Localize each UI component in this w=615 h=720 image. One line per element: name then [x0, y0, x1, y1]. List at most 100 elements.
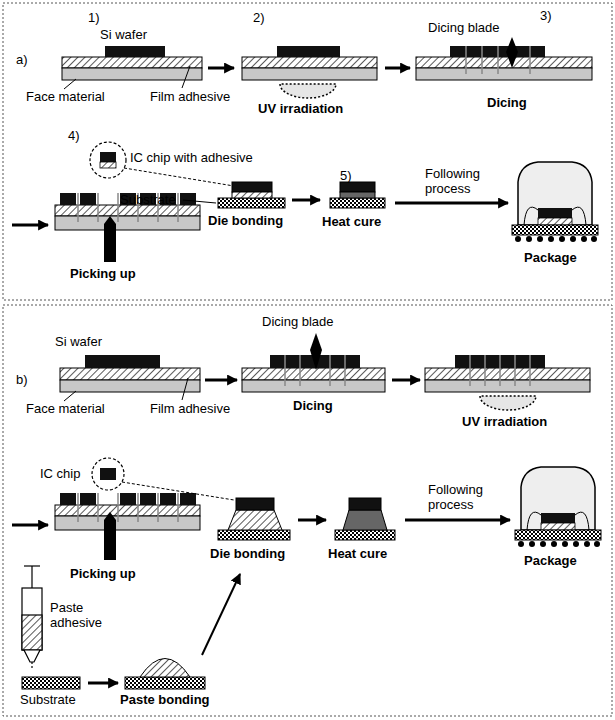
dicing-tape [55, 57, 592, 230]
part-label: Face material [26, 401, 105, 416]
flow-arrow [385, 67, 410, 70]
dicing-tape [416, 57, 592, 68]
dicing-tape [62, 57, 202, 68]
panel-frame [3, 305, 612, 716]
si-wafer [60, 193, 76, 205]
dicing-cut [514, 355, 516, 386]
dicing-cut [465, 46, 467, 74]
package-drawing [515, 467, 601, 547]
dicing-cut [78, 46, 530, 222]
step-label: Die bonding [210, 546, 285, 561]
dicing-tape [425, 368, 590, 380]
dicing-tape [242, 368, 385, 380]
step-label: Heat cure [322, 214, 381, 229]
dicing-tape [242, 68, 377, 80]
step-label: Dicing [293, 398, 333, 413]
dicing-cut [497, 46, 499, 74]
flow-arrow [405, 519, 510, 522]
leader-line [64, 79, 76, 89]
dicing-tape [242, 380, 385, 392]
picked-chip [100, 468, 116, 480]
uv-light [480, 396, 536, 410]
uv-light [280, 84, 336, 98]
dicing-blade [506, 37, 518, 68]
part-label: Face material [26, 89, 105, 104]
dicing-tape [60, 380, 200, 392]
part-label: Substrate [20, 692, 76, 707]
dicing-cut [97, 193, 99, 222]
picked-chip [100, 162, 116, 168]
bonded-chip [218, 198, 285, 208]
step-label: Dicing [487, 95, 527, 110]
panel-frame [3, 3, 612, 300]
si-wafer [277, 46, 340, 57]
si-wafer [60, 46, 545, 205]
bonded-chip [330, 198, 385, 208]
dicing-cut [329, 355, 331, 386]
dicing-cut [344, 355, 346, 386]
flow-arrow [12, 224, 48, 227]
picked-chip [124, 168, 234, 186]
package-drawing [512, 162, 598, 242]
paste-syringe [22, 588, 42, 650]
bonded-chip [218, 182, 385, 208]
package-drawing [515, 467, 601, 547]
substrate [140, 659, 190, 678]
bonded-chip [218, 498, 395, 540]
step-label: Die bonding [208, 213, 283, 228]
dicing-tape [55, 368, 590, 530]
part-label: Substrate [120, 192, 176, 207]
dicing-blade [310, 333, 322, 370]
panel-letter: a) [16, 52, 28, 67]
leader-line [182, 66, 190, 88]
leader-line [182, 378, 188, 400]
flow-arrow [292, 199, 320, 202]
part-label: Si wafer [55, 334, 102, 349]
dicing-cut [157, 493, 159, 522]
dicing-blade [506, 37, 518, 68]
dicing-tape [242, 57, 377, 68]
dicing-tape [425, 380, 590, 392]
callout-number: 4) [68, 128, 80, 143]
dicing-tape [416, 68, 592, 80]
part-label: Si wafer [100, 27, 147, 42]
picked-chip [104, 216, 116, 262]
bonded-chip [340, 182, 375, 192]
part-label: IC chip with adhesive [130, 150, 253, 165]
dicing-cut [284, 355, 286, 386]
flow-arrow [205, 379, 237, 382]
process-note: Following process [425, 166, 515, 196]
picked-chip [100, 152, 116, 162]
panel-frame [3, 3, 612, 716]
picked-chip [90, 142, 126, 178]
leader-line [64, 66, 216, 203]
leader-line [183, 200, 216, 203]
bonded-chip [218, 530, 290, 540]
callout-number: 1) [88, 10, 100, 25]
dicing-cut [499, 355, 501, 386]
flow-arrow [88, 682, 118, 685]
bonded-chip [340, 192, 375, 198]
step-label: Heat cure [328, 546, 387, 561]
picked-chip [92, 458, 234, 560]
part-label: Dicing blade [428, 20, 500, 35]
dicing-cut [97, 493, 99, 522]
dicing-cut [299, 355, 301, 386]
flow-arrow [208, 67, 234, 70]
dicing-cut [77, 193, 79, 222]
dicing-cut [78, 355, 530, 522]
si-wafer [80, 493, 96, 505]
bonded-chip [335, 530, 395, 540]
leader-line [64, 378, 188, 401]
si-wafer [160, 493, 176, 505]
paste-syringe [22, 566, 42, 670]
si-wafer [180, 493, 196, 505]
substrate [22, 659, 205, 690]
paste-syringe [31, 662, 32, 670]
picked-chip [92, 458, 124, 490]
flow-arrow [12, 524, 48, 527]
dicing-blade [310, 333, 322, 370]
step-label: Picking up [70, 266, 136, 281]
si-wafer [140, 493, 156, 505]
paste-syringe [31, 566, 32, 590]
